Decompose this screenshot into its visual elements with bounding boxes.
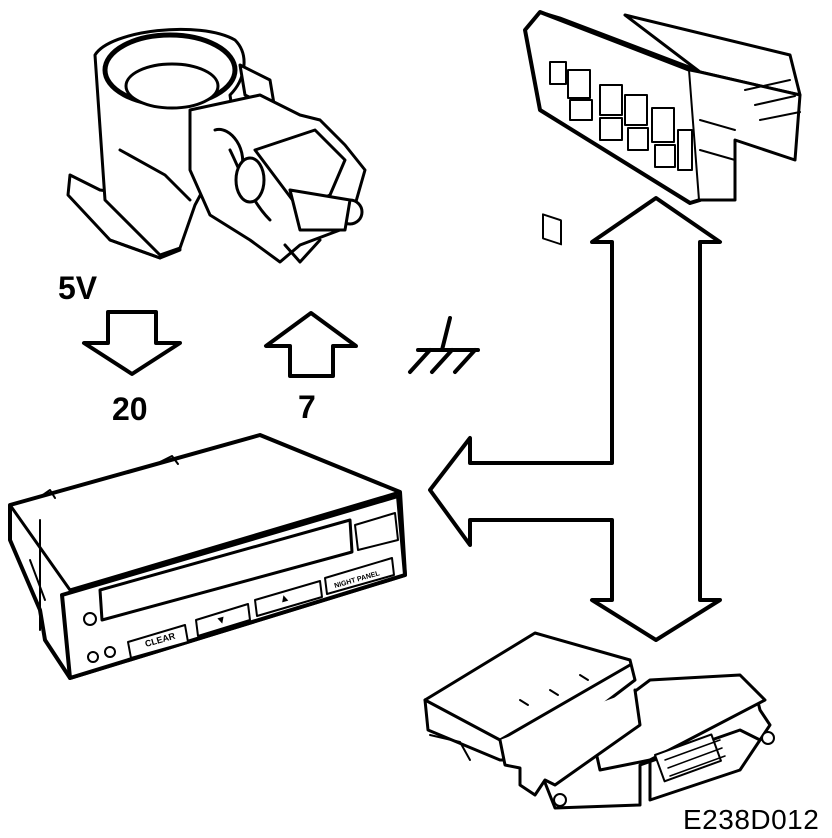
figure-code-label: E238D012 <box>683 804 820 835</box>
supply-voltage-label: 5V <box>58 270 98 306</box>
ground-symbol-icon <box>408 316 480 374</box>
pin-7-label: 7 <box>298 389 316 425</box>
up-arrow-button: ▲ <box>278 591 292 606</box>
display-panel-unit: CLEAR ▼ ▲ NIGHT PANEL <box>8 433 407 680</box>
sensor-component <box>66 27 367 264</box>
hollow-arrow-down-icon <box>82 310 182 376</box>
pin-20-label: 20 <box>112 391 148 427</box>
control-module-pair <box>423 631 775 810</box>
control-panel-unit <box>523 10 802 246</box>
hollow-double-arrow-icon <box>428 196 722 642</box>
hollow-arrow-up-icon <box>264 311 358 378</box>
down-arrow-button: ▼ <box>215 613 229 628</box>
